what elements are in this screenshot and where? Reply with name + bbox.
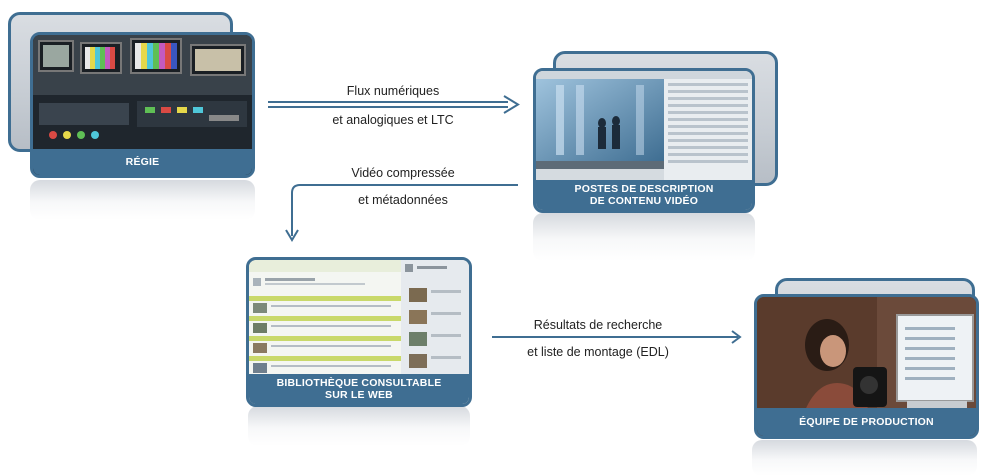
- edge-flux-line2: et analogiques et LTC: [332, 113, 454, 127]
- bibliotheque-reflection: [248, 406, 470, 446]
- postes-card: POSTES DE DESCRIPTION DE CONTENU VIDÉO: [533, 68, 755, 213]
- regie-card: RÉGIE: [30, 32, 255, 178]
- node-regie: RÉGIE: [0, 0, 260, 180]
- regie-label: RÉGIE: [33, 149, 252, 175]
- equipe-card: ÉQUIPE DE PRODUCTION: [754, 294, 979, 439]
- node-postes: POSTES DE DESCRIPTION DE CONTENU VIDÉO: [520, 40, 790, 220]
- edge-video-line1: Vidéo compressée: [351, 166, 455, 180]
- regie-reflection: [30, 180, 255, 220]
- edge-video-line2: et métadonnées: [358, 193, 448, 207]
- equipe-label-text: ÉQUIPE DE PRODUCTION: [799, 416, 934, 428]
- edge-resultats-arrow: [492, 330, 742, 344]
- bibliotheque-label-line1: BIBLIOTHÈQUE CONSULTABLE: [276, 377, 442, 389]
- edge-resultats-line2: et liste de montage (EDL): [527, 345, 669, 359]
- regie-label-text: RÉGIE: [125, 156, 160, 168]
- postes-label: POSTES DE DESCRIPTION DE CONTENU VIDÉO: [536, 180, 752, 210]
- bibliotheque-card: BIBLIOTHÈQUE CONSULTABLE SUR LE WEB: [246, 257, 472, 407]
- node-equipe: ÉQUIPE DE PRODUCTION: [740, 270, 980, 440]
- equipe-reflection: [752, 440, 977, 476]
- bibliotheque-label: BIBLIOTHÈQUE CONSULTABLE SUR LE WEB: [249, 374, 469, 404]
- node-bibliotheque: BIBLIOTHÈQUE CONSULTABLE SUR LE WEB: [240, 250, 480, 410]
- edge-flux-arrow: [268, 95, 520, 114]
- edge-flux-line1: Flux numériques: [346, 84, 440, 98]
- postes-label-line1: POSTES DE DESCRIPTION: [574, 183, 714, 195]
- edge-video-arrow: [285, 184, 518, 242]
- postes-reflection: [533, 213, 755, 261]
- edge-resultats-line1: Résultats de recherche: [533, 318, 663, 332]
- postes-label-line2: DE CONTENU VIDÉO: [589, 195, 699, 207]
- equipe-label: ÉQUIPE DE PRODUCTION: [757, 408, 976, 436]
- bibliotheque-label-line2: SUR LE WEB: [325, 389, 393, 401]
